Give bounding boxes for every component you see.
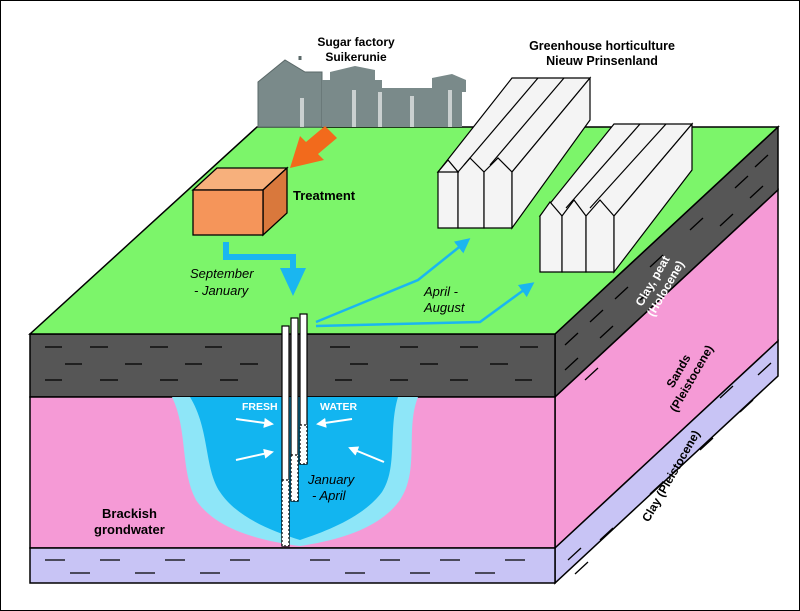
greenhouse-label-2: Nieuw Prinsenland (546, 54, 658, 68)
april-label: - April (312, 488, 347, 503)
extraction-arrow-1 (315, 238, 471, 324)
brackish-label-1: Brackish (102, 506, 157, 521)
sugar-input-arrow (290, 126, 337, 168)
infiltrate-arrow-left (235, 417, 274, 428)
treatment-label: Treatment (293, 188, 356, 203)
april-dash-label: April - (423, 284, 459, 299)
brackish-label-2: grondwater (94, 522, 165, 537)
january-label: January (307, 472, 356, 487)
greenhouse-label-1: Greenhouse horticulture (529, 39, 675, 53)
sugar-factory-label-1: Sugar factory (317, 35, 395, 49)
august-label: August (423, 300, 466, 315)
treatment-box (191, 166, 289, 237)
extraction-arrow-2 (315, 282, 535, 328)
january-dash-label: - January (194, 283, 250, 298)
wells (281, 313, 308, 547)
water-label: WATER (320, 401, 358, 413)
extract-arrow-left (235, 448, 274, 461)
greenhouse-1 (436, 76, 592, 230)
infiltration-arrow (223, 242, 306, 296)
clay-pleistocene-front (29, 547, 556, 584)
greenhouse-2 (538, 122, 694, 274)
fresh-label: FRESH (242, 401, 278, 413)
september-label: September (190, 266, 254, 281)
side-face (554, 125, 779, 585)
extract-arrow-right (348, 446, 385, 463)
infiltrate-arrow-right (316, 417, 353, 428)
sugar-factory (257, 56, 466, 128)
sugar-factory-label-2: Suikerunie (325, 50, 387, 64)
